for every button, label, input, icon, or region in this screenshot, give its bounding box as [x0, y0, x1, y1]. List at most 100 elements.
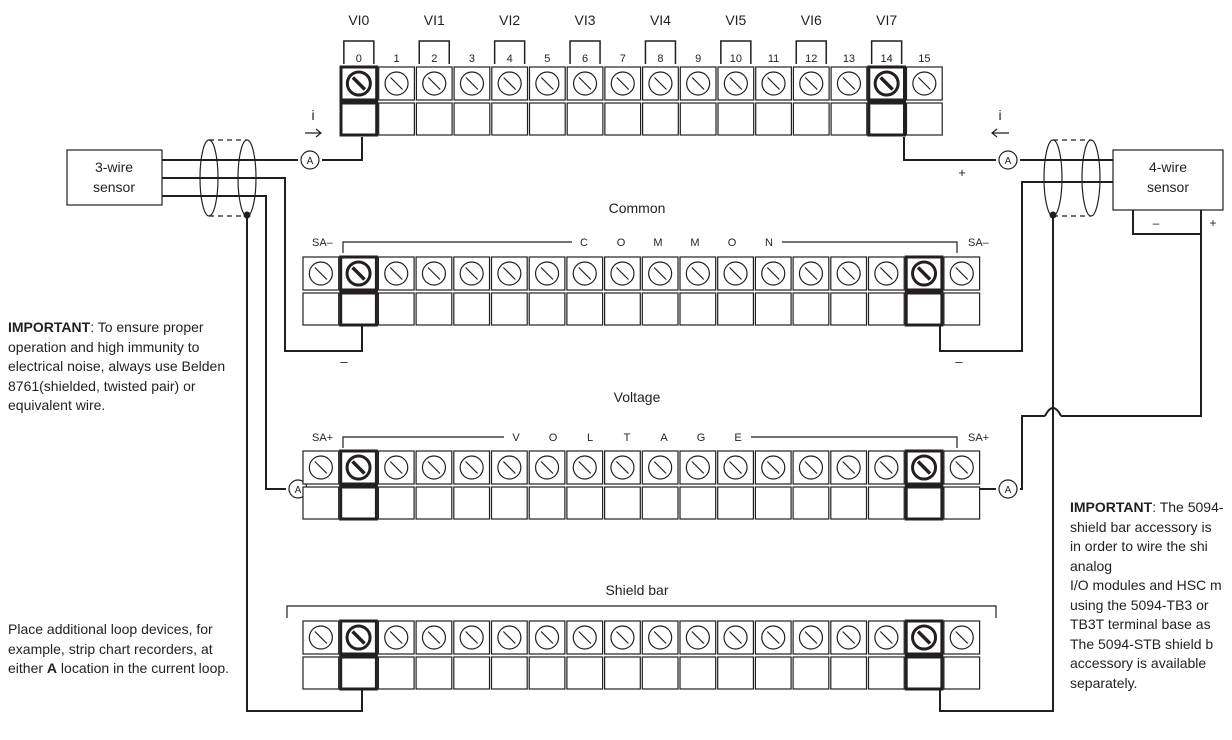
wired-screw-icon	[911, 454, 938, 481]
terminal	[904, 449, 944, 521]
screw-icon	[534, 455, 560, 480]
channel-label: VI7	[876, 12, 897, 28]
screw-icon	[686, 71, 711, 96]
common-letter: O	[617, 237, 626, 249]
screw-icon	[874, 455, 899, 480]
wired-screw-icon	[911, 624, 938, 651]
terminal	[528, 450, 566, 520]
terminal	[641, 620, 679, 690]
common-terminal-block	[302, 255, 981, 327]
voltage-letter: G	[697, 432, 706, 444]
screw-icon	[384, 261, 409, 286]
terminal-number: 5	[544, 53, 550, 65]
screw-icon	[723, 261, 748, 286]
terminal-number: 2	[431, 53, 437, 65]
important-note-line: using the 5094-TB3 or	[1070, 596, 1209, 613]
shield-terminal-block	[302, 619, 981, 691]
terminal	[792, 450, 830, 520]
screw-icon	[421, 625, 447, 650]
terminal-number: 12	[805, 53, 817, 65]
four-wire-sensor-label-2: sensor	[1147, 179, 1189, 195]
screw-icon	[497, 71, 522, 96]
screw-icon	[421, 455, 447, 480]
terminal	[453, 450, 491, 520]
screw-icon	[497, 625, 522, 650]
cable-shield-right-b	[1081, 139, 1101, 217]
terminal	[679, 620, 717, 690]
channel-label: VI1	[424, 12, 445, 28]
screw-icon	[836, 455, 861, 480]
terminal	[604, 66, 642, 136]
screw-icon	[874, 261, 899, 286]
terminal-number: 7	[620, 53, 626, 65]
terminal	[641, 66, 679, 136]
terminal-blocks	[302, 65, 981, 691]
screw-icon	[534, 625, 560, 650]
terminal	[453, 256, 491, 326]
important-note-line: TB3T terminal base as	[1070, 616, 1211, 632]
important-heading: IMPORTANT	[8, 319, 91, 335]
terminal	[867, 256, 905, 326]
terminal	[603, 256, 641, 326]
screw-icon	[308, 625, 333, 650]
important-note-line: shield bar accessory is	[1070, 518, 1212, 535]
common-letter: M	[690, 237, 699, 249]
screw-icon	[761, 455, 786, 480]
terminal	[755, 66, 793, 136]
terminal	[830, 256, 868, 326]
row-headers: Common Voltage Shield bar SA– SA– SA+ SA…	[312, 200, 990, 598]
screw-icon	[761, 71, 786, 96]
three-wire-sensor-label-1: 3-wire	[95, 159, 133, 175]
voltage-letter: L	[587, 432, 593, 444]
terminal	[603, 450, 641, 520]
voltage-terminal-block	[302, 449, 981, 521]
three-wire-sensor-box	[66, 149, 163, 206]
ammeter-4w-signal: A	[998, 150, 1018, 170]
terminal	[415, 256, 453, 326]
polarity-minus-common-right: –	[955, 354, 963, 369]
screw-icon	[572, 625, 597, 650]
three-wire-sensor-label-2: sensor	[93, 179, 135, 195]
terminal-number: 13	[843, 53, 855, 65]
terminal	[603, 620, 641, 690]
common-letters: C O M M O N	[580, 237, 773, 249]
screw-icon	[648, 625, 673, 650]
screw-icon	[798, 261, 824, 286]
channel-label: VI2	[499, 12, 520, 28]
terminal	[339, 619, 378, 691]
screw-icon	[798, 625, 824, 650]
wire-3w-shield	[246, 215, 363, 712]
screw-icon	[610, 261, 635, 286]
loop-note-highlight: A	[46, 660, 58, 676]
wired-screw-icon	[911, 260, 938, 287]
channel-bracket	[870, 40, 903, 64]
voltage-letters: V O L T A G E	[512, 432, 741, 444]
common-bracket	[342, 241, 958, 253]
screw-icon	[421, 261, 447, 286]
wire-4w-common	[939, 181, 1113, 352]
terminal-number: 3	[469, 53, 475, 65]
screw-icon	[912, 71, 937, 96]
terminal	[943, 450, 981, 520]
channel-label: VI6	[801, 12, 822, 28]
channel-label: VI4	[650, 12, 671, 28]
terminal	[566, 620, 604, 690]
important-note-line: accessory is available	[1070, 655, 1207, 671]
important-note-line: I/O modules and HSC m	[1070, 577, 1222, 593]
ammeter-label: A	[307, 156, 314, 167]
screw-icon	[648, 71, 673, 96]
terminal	[377, 256, 415, 326]
current-arrow-left-icon	[991, 128, 1009, 138]
screw-icon	[610, 625, 635, 650]
terminal	[377, 450, 415, 520]
screw-icon	[572, 71, 598, 96]
wire-4w-shield	[939, 215, 1054, 712]
terminal-number: 1	[393, 53, 399, 65]
terminal	[679, 66, 717, 136]
screw-icon	[384, 71, 409, 96]
terminal	[830, 620, 868, 690]
screw-icon	[497, 261, 522, 286]
screw-icon	[949, 455, 974, 480]
terminal	[339, 65, 379, 137]
